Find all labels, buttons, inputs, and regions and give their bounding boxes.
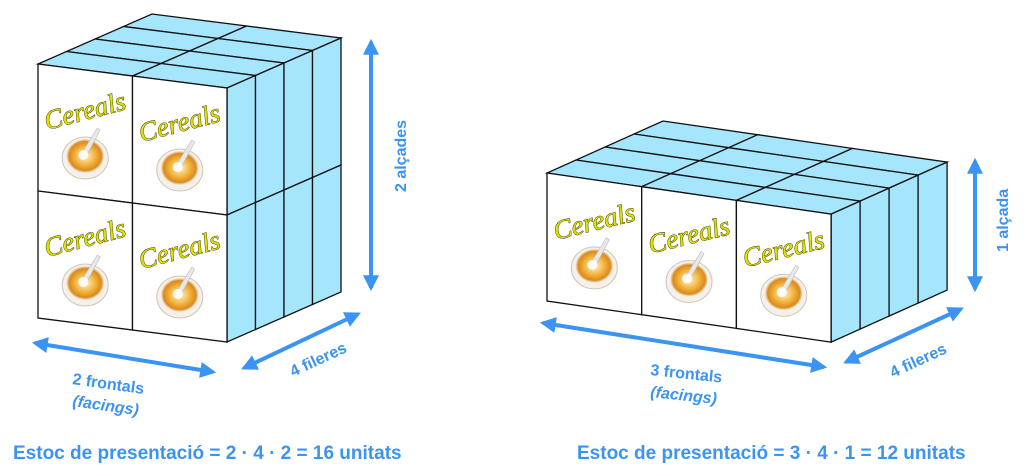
box-front-face	[131, 202, 228, 343]
rows-arrow-left	[241, 312, 361, 370]
facings-en-left: (facings)	[71, 393, 139, 419]
cereal-bowl-icon	[61, 127, 109, 180]
facings-label-right: 3 frontals	[650, 362, 723, 386]
box-side-face	[917, 161, 948, 305]
box-side-face	[311, 164, 342, 306]
cereal-bowl-icon	[156, 266, 204, 319]
box-side-face	[859, 187, 890, 331]
cereal-box-front: Cereals	[37, 190, 134, 331]
cereal-bowl-icon	[570, 237, 618, 290]
facings-en-right: (facings)	[650, 384, 718, 408]
box-side-face	[311, 37, 342, 179]
facings-arrow-left	[31, 337, 217, 378]
cereal-box-front: Cereals	[37, 63, 134, 204]
box-side-face	[888, 174, 919, 318]
cereal-bowl-icon	[156, 139, 204, 192]
cereal-box-front: Cereals	[641, 185, 738, 330]
box-side-face	[254, 62, 285, 204]
box-side-face	[283, 49, 314, 191]
box-side-face	[254, 189, 285, 331]
formula-right: Estoc de presentació = 3 · 4 · 1 = 12 un…	[577, 443, 966, 464]
cereal-bowl-icon	[760, 264, 808, 317]
box-side-face	[283, 176, 314, 318]
cereal-box-front: Cereals	[546, 172, 643, 316]
box-side-face	[226, 201, 257, 343]
box-side-face	[830, 200, 861, 344]
cereal-bowl-icon	[665, 251, 713, 304]
rows-arrow-right	[843, 307, 964, 364]
cereal-box-front: Cereals	[131, 75, 228, 216]
rows-label-right: 4 fileres	[888, 341, 950, 382]
facings-arrow-right	[539, 317, 828, 373]
cereal-box-front: Cereals	[735, 199, 832, 343]
cereal-bowl-icon	[61, 254, 109, 307]
rows-label-left: 4 fileres	[288, 340, 350, 381]
box-side-face	[226, 74, 257, 216]
height-label-right: 1 alçada	[995, 189, 1012, 252]
height-label-left: 2 alçades	[393, 120, 410, 192]
box-front-face	[735, 199, 832, 343]
cereal-box-front: Cereals	[131, 202, 228, 343]
formula-left: Estoc de presentació = 2 · 4 · 2 = 16 un…	[13, 443, 402, 464]
